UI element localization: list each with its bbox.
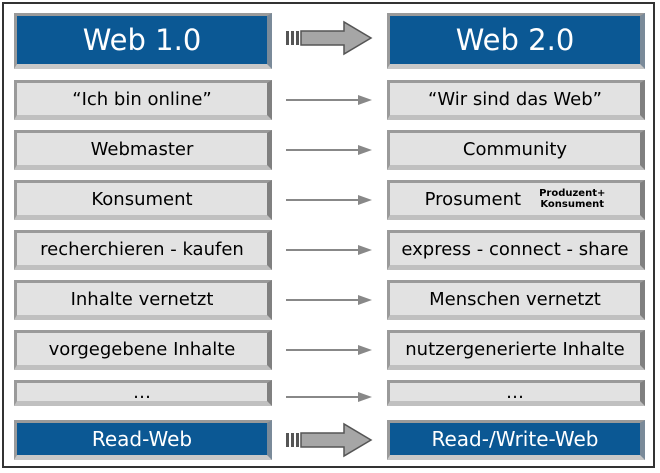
row-arrow	[286, 145, 372, 155]
row-left-label: …	[133, 381, 151, 403]
row-arrow	[286, 295, 372, 305]
row-left: “Ich bin online”	[14, 80, 272, 120]
row-left: vorgegebene Inhalte	[14, 330, 272, 370]
prosument-note: Produzent+ Konsument	[539, 188, 605, 210]
footer-left-label: Read-Web	[91, 427, 193, 451]
row-right-label: nutzergenerierte Inhalte	[405, 338, 625, 360]
row-left-label: “Ich bin online”	[72, 88, 212, 110]
row-right-label: “Wir sind das Web”	[428, 88, 602, 110]
row-right: “Wir sind das Web”	[387, 80, 645, 120]
row-left: Webmaster	[14, 130, 272, 170]
row-right: …	[387, 380, 645, 406]
header-big-arrow	[286, 20, 373, 56]
row-right: Community	[387, 130, 645, 170]
row-right: express - connect - share	[387, 230, 645, 270]
row-right-label: express - connect - share	[401, 238, 629, 260]
row-right-label: …	[506, 381, 524, 403]
row-arrow	[286, 392, 372, 402]
header-web1-label: Web 1.0	[82, 23, 202, 57]
row-left: recherchieren - kaufen	[14, 230, 272, 270]
prosument-note-line1: Produzent+	[539, 188, 606, 199]
row-left-label: vorgegebene Inhalte	[48, 338, 236, 360]
row-right: Prosument Produzent+ Konsument	[387, 180, 645, 220]
row-right-label: Prosument	[424, 188, 522, 210]
prosument-note-line2: Konsument	[540, 199, 605, 210]
row-right-label: Community	[462, 138, 568, 160]
row-left: Inhalte vernetzt	[14, 280, 272, 320]
row-left-label: recherchieren - kaufen	[40, 238, 244, 260]
header-web1: Web 1.0	[14, 13, 272, 69]
row-right: Menschen vernetzt	[387, 280, 645, 320]
header-web2: Web 2.0	[387, 13, 645, 69]
row-left-label: Konsument	[91, 188, 193, 210]
row-left-label: Inhalte vernetzt	[70, 288, 214, 310]
row-left: Konsument	[14, 180, 272, 220]
row-right: nutzergenerierte Inhalte	[387, 330, 645, 370]
row-arrow	[286, 345, 372, 355]
footer-read-web: Read-Web	[14, 420, 272, 460]
row-left: …	[14, 380, 272, 406]
row-arrow	[286, 95, 372, 105]
row-arrow	[286, 195, 372, 205]
row-right-label: Menschen vernetzt	[429, 288, 601, 310]
row-left-label: Webmaster	[90, 138, 194, 160]
footer-right-label: Read-/Write-Web	[431, 427, 599, 451]
footer-big-arrow	[286, 422, 373, 458]
row-arrow	[286, 245, 372, 255]
header-web2-label: Web 2.0	[455, 23, 575, 57]
footer-read-write-web: Read-/Write-Web	[387, 420, 645, 460]
